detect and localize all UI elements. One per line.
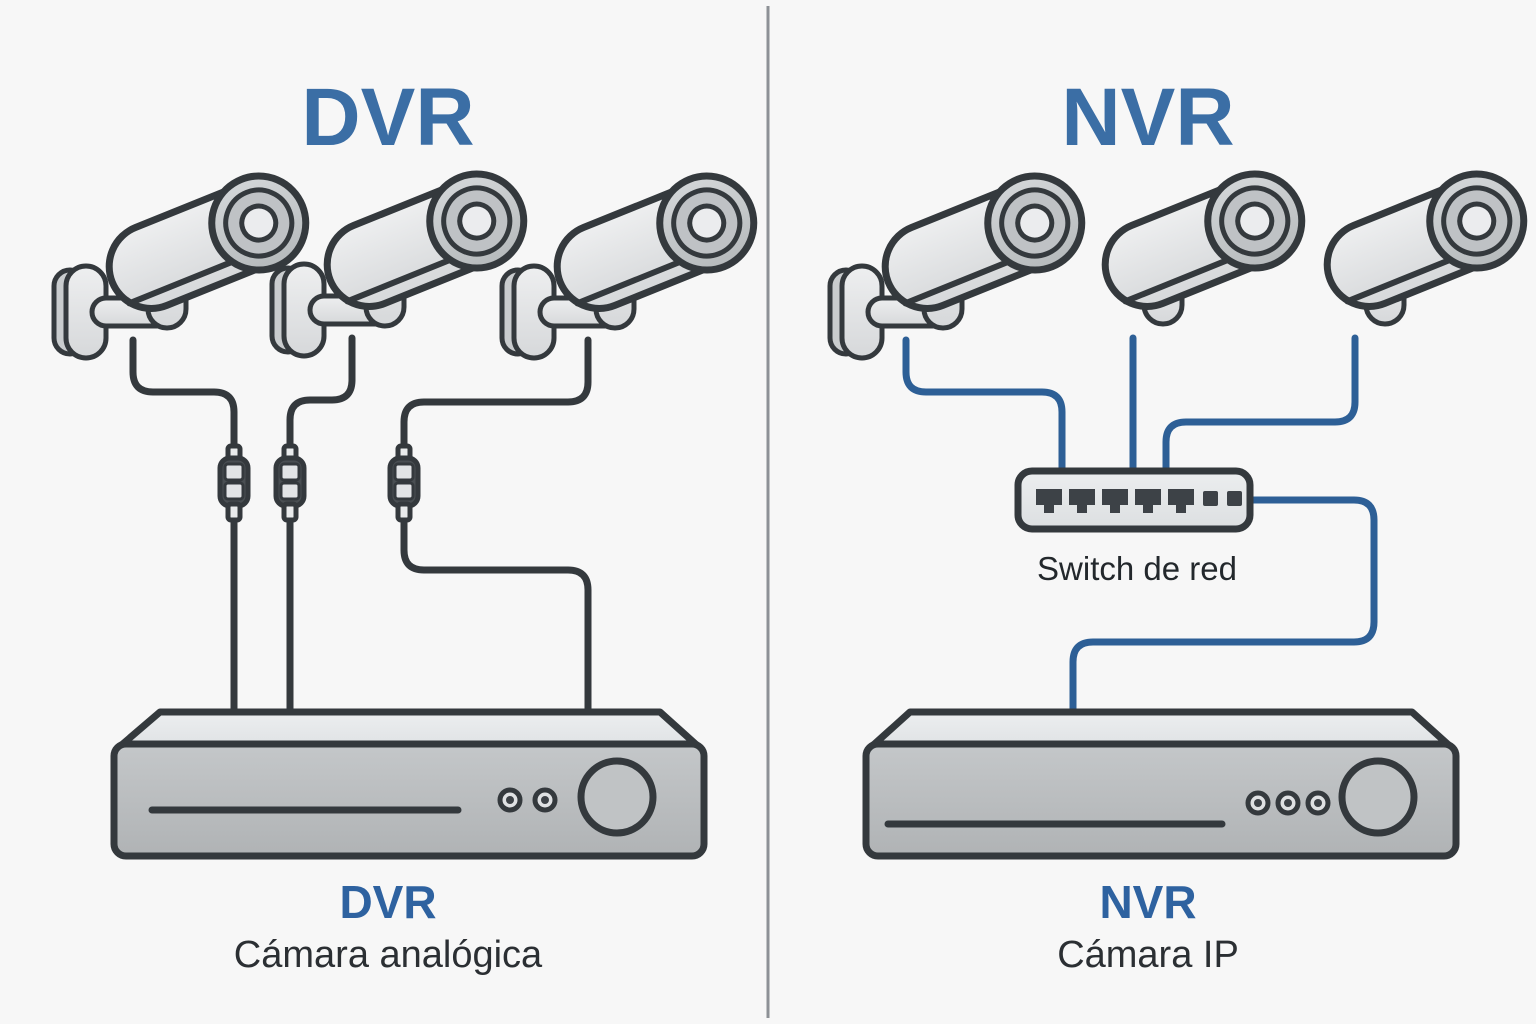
nvr-dial-knob[interactable] xyxy=(1338,757,1418,837)
rj45-port xyxy=(1168,489,1194,513)
nvr-caption: Cámara IP xyxy=(1057,934,1239,976)
dvr-title: DVR xyxy=(301,72,474,163)
dvr-dial-knob[interactable] xyxy=(577,757,657,837)
nvr-cable-3 xyxy=(1162,334,1359,476)
rj45-port xyxy=(1069,489,1095,513)
dvr-device-label: DVR xyxy=(339,876,436,928)
rj45-port xyxy=(1102,489,1128,513)
rj45-port xyxy=(1135,489,1161,513)
nvr-panel: NVR xyxy=(830,72,1536,976)
dvr-cable-3-upper xyxy=(400,336,592,456)
switch-led-1 xyxy=(1203,491,1218,506)
switch-to-nvr-cable xyxy=(1069,496,1378,726)
dvr-caption: Cámara analógica xyxy=(234,934,543,976)
dvr-recorder[interactable] xyxy=(110,708,708,860)
switch-label: Switch de red xyxy=(1037,550,1237,587)
dvr-cable-3-lower xyxy=(400,504,592,726)
nvr-title: NVR xyxy=(1061,72,1234,163)
dvr-cable-1-upper xyxy=(129,336,238,456)
nvr-device-label: NVR xyxy=(1099,876,1196,928)
dvr-panel: DVR xyxy=(54,72,768,976)
switch-led-2 xyxy=(1227,491,1242,506)
dvr-cable-2-upper xyxy=(286,334,356,456)
nvr-cable-1 xyxy=(902,336,1066,476)
rj45-port xyxy=(1036,489,1062,513)
nvr-recorder[interactable] xyxy=(862,708,1460,860)
network-switch[interactable] xyxy=(1014,467,1254,533)
